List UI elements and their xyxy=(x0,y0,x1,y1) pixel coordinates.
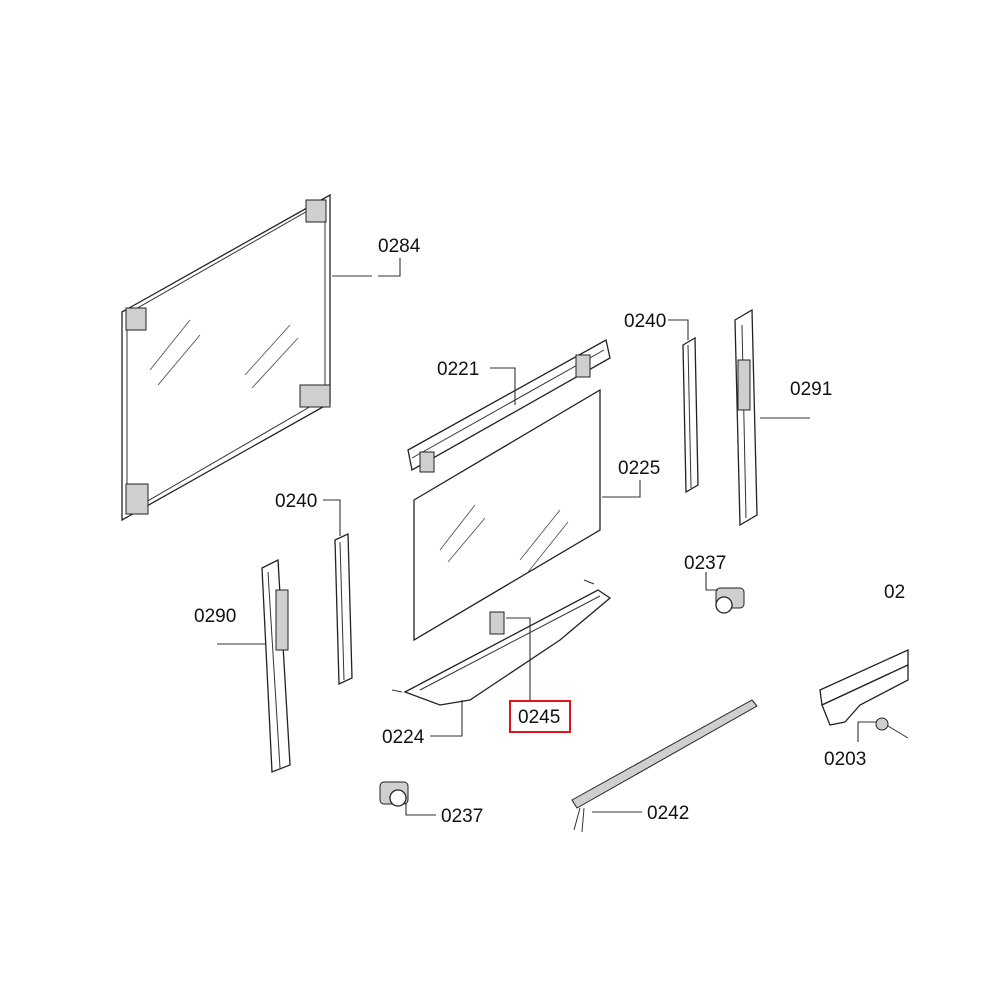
part-0284-outer-glass[interactable] xyxy=(121,193,331,522)
label-0240-left: 0240 xyxy=(275,491,317,512)
part-0240-right-strip[interactable] xyxy=(682,336,699,494)
part-02-right-rail[interactable] xyxy=(819,648,909,739)
part-0237-bushing-right[interactable] xyxy=(715,587,745,614)
label-02-cut: 02 xyxy=(884,582,905,603)
label-0240-top: 0240 xyxy=(624,311,666,332)
label-0291: 0291 xyxy=(790,379,832,400)
label-0224: 0224 xyxy=(382,727,425,748)
label-0245[interactable]: 0245 xyxy=(518,707,560,728)
part-0240-left-strip[interactable] xyxy=(334,532,353,686)
part-0242-seal[interactable] xyxy=(571,699,758,833)
highlight-box-0245 xyxy=(509,700,571,733)
label-0237-bottom: 0237 xyxy=(441,806,483,827)
label-0221: 0221 xyxy=(437,359,479,380)
part-0221-top-profile[interactable] xyxy=(407,339,611,473)
leader-lines xyxy=(217,258,876,816)
part-0290-left-profile[interactable] xyxy=(261,558,291,773)
label-0237-right: 0237 xyxy=(684,553,726,574)
part-0224-bottom-profile[interactable] xyxy=(391,579,612,706)
label-0284: 0284 xyxy=(378,236,421,257)
label-0242: 0242 xyxy=(647,803,689,824)
label-0203: 0203 xyxy=(824,749,866,770)
label-0290: 0290 xyxy=(194,606,236,627)
label-0225: 0225 xyxy=(618,458,660,479)
part-0291-right-profile[interactable] xyxy=(734,308,758,527)
part-0237-bushing-bottom[interactable] xyxy=(379,781,409,807)
part-0225-inner-glass[interactable] xyxy=(413,388,601,642)
